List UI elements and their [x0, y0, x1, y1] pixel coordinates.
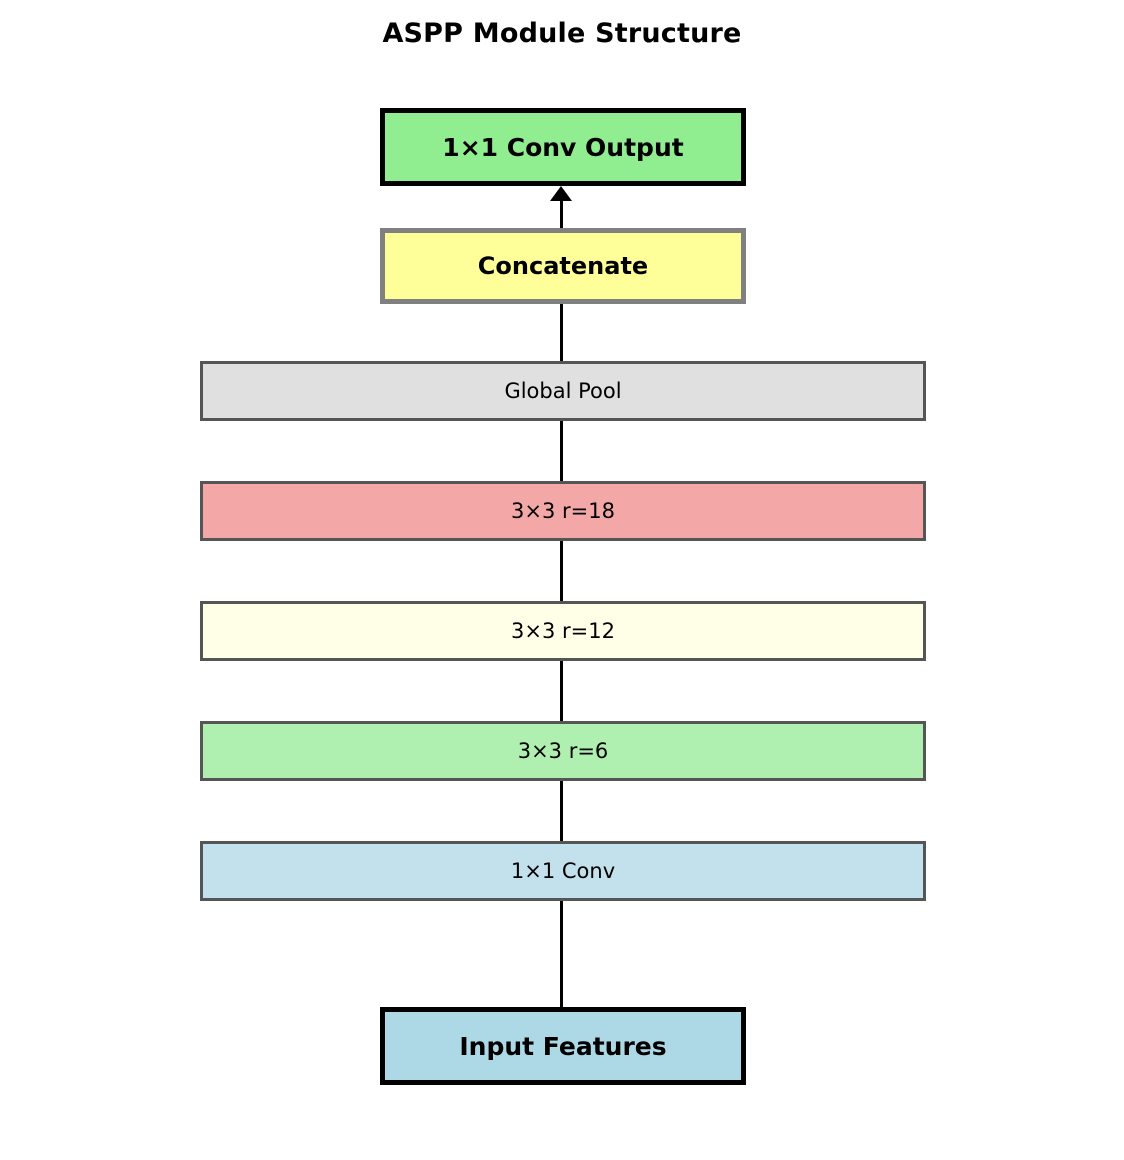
- node-concatenate[interactable]: Concatenate: [380, 228, 746, 304]
- node-input[interactable]: Input Features: [380, 1007, 746, 1085]
- node-atrous-rate-18-label: 3×3 r=18: [511, 499, 615, 523]
- node-atrous-rate-12-label: 3×3 r=12: [511, 619, 615, 643]
- node-atrous-rate-6[interactable]: 3×3 r=6: [200, 721, 926, 781]
- node-concatenate-label: Concatenate: [477, 252, 649, 280]
- figure-title: ASPP Module Structure: [382, 18, 742, 49]
- node-atrous-rate-18[interactable]: 3×3 r=18: [200, 481, 926, 541]
- node-atrous-rate-12[interactable]: 3×3 r=12: [200, 601, 926, 661]
- node-conv-1x1-label: 1×1 Conv: [510, 859, 616, 883]
- node-output-label: 1×1 Conv Output: [442, 132, 684, 162]
- node-output[interactable]: 1×1 Conv Output: [380, 108, 746, 186]
- node-global-pool-label: Global Pool: [504, 379, 622, 403]
- node-conv-1x1[interactable]: 1×1 Conv: [200, 841, 926, 901]
- node-atrous-rate-6-label: 3×3 r=6: [517, 739, 609, 763]
- node-input-label: Input Features: [459, 1031, 667, 1061]
- node-global-pool[interactable]: Global Pool: [200, 361, 926, 421]
- flow-arrow-head-icon: [550, 186, 572, 201]
